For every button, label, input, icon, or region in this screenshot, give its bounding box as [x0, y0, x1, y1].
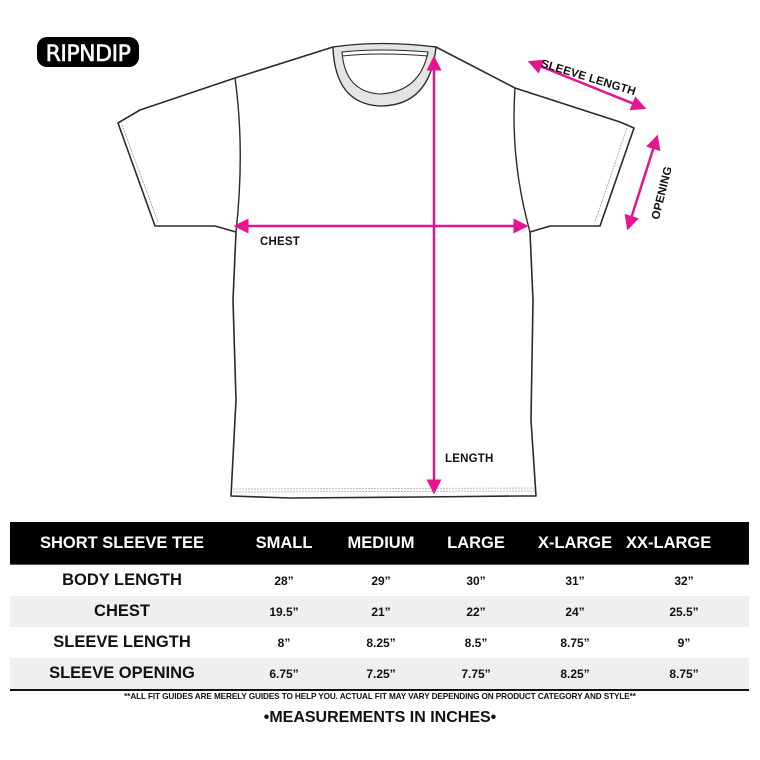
brand-logo: RIPNDIP: [36, 34, 140, 70]
cell-small: 28”: [274, 573, 294, 588]
header-medium: MEDIUM: [347, 533, 415, 552]
tshirt-diagram: SLEEVE LENGTH OPENING CHEST LENGTH: [117, 42, 675, 499]
cell-small: 19.5”: [269, 604, 299, 619]
cell-small: 6.75”: [269, 666, 299, 681]
sleeve-length-arrow: [527, 59, 647, 111]
cell-x-large: 31”: [565, 573, 585, 588]
header-large: LARGE: [447, 533, 505, 552]
cell-medium: 8.25”: [366, 635, 396, 650]
fit-disclaimer: **ALL FIT GUIDES ARE MERELY GUIDES TO HE…: [124, 692, 636, 701]
header-product: SHORT SLEEVE TEE: [39, 533, 205, 552]
cell-xx-large: 25.5”: [669, 604, 699, 619]
cell-xx-large: 8.75”: [669, 666, 699, 681]
length-label: LENGTH: [445, 453, 494, 465]
cell-large: 8.5”: [464, 635, 488, 650]
size-chart-header: SHORT SLEEVE TEE SMALL MEDIUM LARGE X-LA…: [10, 522, 749, 565]
header-x-large: X-LARGE: [537, 533, 613, 552]
row-label: SLEEVE OPENING: [49, 664, 195, 682]
row-label: BODY LENGTH: [62, 571, 182, 589]
row-label: CHEST: [94, 602, 150, 620]
row-label: SLEEVE LENGTH: [53, 633, 191, 651]
cell-x-large: 24”: [565, 604, 585, 619]
table-row-body-length: BODY LENGTH 28” 29” 30” 31” 32”: [10, 565, 749, 596]
chest-label: CHEST: [260, 236, 300, 248]
cell-xx-large: 9”: [677, 635, 691, 650]
tshirt-outline-icon: [117, 42, 661, 499]
ripndip-logo-icon: RIPNDIP: [37, 37, 139, 67]
cell-x-large: 8.25”: [560, 666, 590, 681]
table-row-sleeve-opening: SLEEVE OPENING 6.75” 7.25” 7.75” 8.25” 8…: [10, 658, 749, 689]
cell-medium: 7.25”: [366, 666, 396, 681]
cell-xx-large: 32”: [674, 573, 694, 588]
cell-large: 30”: [466, 573, 486, 588]
cell-small: 8”: [277, 635, 291, 650]
table-row-sleeve-length: SLEEVE LENGTH 8” 8.25” 8.5” 8.75” 9”: [10, 627, 749, 658]
header-small: SMALL: [255, 533, 313, 552]
size-chart-table: SHORT SLEEVE TEE SMALL MEDIUM LARGE X-LA…: [10, 522, 749, 691]
svg-text:RIPNDIP: RIPNDIP: [46, 42, 131, 67]
cell-large: 7.75”: [461, 666, 491, 681]
units-note: •MEASUREMENTS IN INCHES•: [263, 709, 497, 726]
cell-medium: 21”: [371, 604, 391, 619]
header-xx-large: XX-LARGE: [626, 533, 712, 552]
table-bottom-rule: [10, 689, 749, 691]
cell-large: 22”: [466, 604, 486, 619]
cell-medium: 29”: [371, 573, 391, 588]
cell-x-large: 8.75”: [560, 635, 590, 650]
opening-arrow: [624, 134, 661, 231]
table-row-chest: CHEST 19.5” 21” 22” 24” 25.5”: [10, 596, 749, 627]
